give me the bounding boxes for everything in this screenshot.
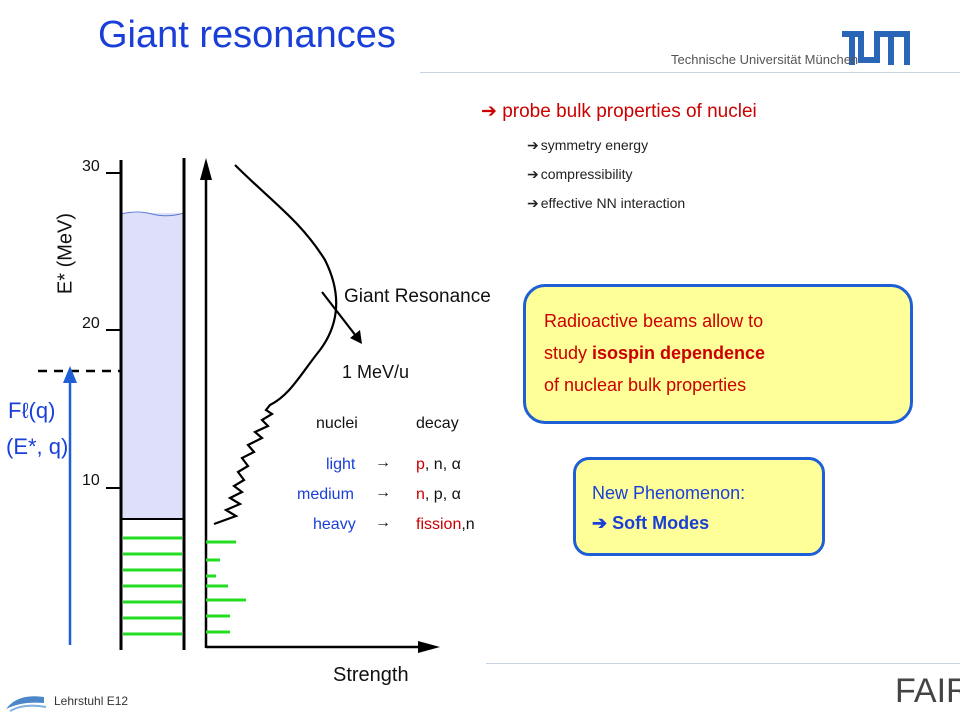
bullet-arrow-icon: ➔ bbox=[527, 137, 539, 153]
fair-logo: FAIR bbox=[895, 672, 960, 710]
sub-bullet: ➔compressibility bbox=[527, 166, 633, 182]
y-axis-label: E* (MeV) bbox=[54, 212, 77, 295]
strength-curve bbox=[213, 164, 338, 526]
chair-logo bbox=[6, 696, 47, 712]
form-factor-label: Fℓ(q) bbox=[8, 398, 56, 423]
page-title: Giant resonances bbox=[98, 14, 396, 56]
form-factor-args-label: (E*, q) bbox=[6, 434, 69, 459]
giant-resonance-label: Giant Resonance bbox=[344, 286, 491, 307]
table-header-decay: decay bbox=[416, 415, 459, 432]
sub-bullet: ➔effective NN interaction bbox=[527, 195, 686, 211]
y-axis-ticks bbox=[106, 172, 121, 489]
beam-arrow bbox=[321, 291, 357, 337]
main-bullet-text: probe bulk properties of nuclei bbox=[502, 101, 757, 122]
x-axis-label: Strength bbox=[333, 664, 409, 686]
axis-arrowhead-icon bbox=[418, 641, 440, 653]
bullet-arrow-icon: ➔ bbox=[481, 101, 497, 122]
arrow-icon: → bbox=[375, 454, 391, 471]
arrow-icon: → bbox=[375, 514, 391, 531]
axis-arrowhead-icon bbox=[200, 158, 212, 180]
beam-arrowhead-icon bbox=[350, 330, 362, 344]
well-surface bbox=[120, 211, 185, 217]
bullet-arrow-icon: ➔ bbox=[592, 513, 608, 533]
table-row-nuclei: light bbox=[326, 456, 356, 473]
sub-bullet: ➔symmetry energy bbox=[527, 137, 649, 153]
table-row-nuclei: heavy bbox=[313, 516, 356, 533]
tick-label-10: 10 bbox=[82, 472, 100, 489]
table-row-decay: p, n, α bbox=[416, 456, 461, 473]
giant-resonance-diagram bbox=[38, 158, 440, 653]
table-row-decay: fission,n bbox=[416, 516, 475, 533]
chair-name: Lehrstuhl E12 bbox=[54, 694, 129, 708]
radioactive-beams-box: Radioactive beams allow to study isospin… bbox=[523, 284, 913, 424]
tick-label-20: 20 bbox=[82, 315, 100, 332]
university-name: Technische Universität München bbox=[671, 52, 859, 67]
new-phenomenon-box: New Phenomenon: ➔ Soft Modes bbox=[573, 457, 825, 556]
excitation-arrowhead-icon bbox=[63, 366, 77, 383]
arrow-icon: → bbox=[375, 484, 391, 501]
table-row-nuclei: medium bbox=[297, 486, 354, 503]
header-divider bbox=[420, 72, 960, 73]
tick-label-30: 30 bbox=[82, 158, 100, 175]
table-header-nuclei: nuclei bbox=[316, 415, 358, 432]
well-fill bbox=[121, 213, 184, 519]
strength-levels bbox=[206, 540, 246, 634]
bound-levels bbox=[123, 536, 182, 636]
tum-logo bbox=[842, 31, 910, 65]
footer-divider bbox=[486, 663, 960, 664]
beam-energy-label: 1 MeV/u bbox=[342, 362, 410, 382]
main-bullet: ➔ probe bulk properties of nuclei bbox=[481, 100, 757, 123]
bullet-arrow-icon: ➔ bbox=[527, 195, 539, 211]
table-row-decay: n, p, α bbox=[416, 486, 461, 503]
bullet-arrow-icon: ➔ bbox=[527, 166, 539, 182]
